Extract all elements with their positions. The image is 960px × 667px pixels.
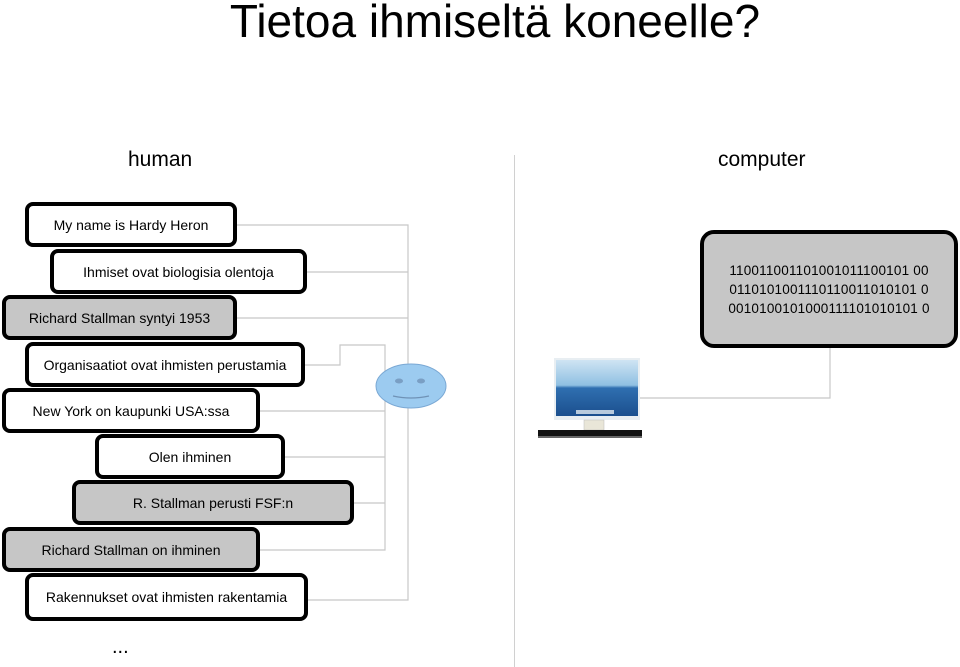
human-label: human [128,148,193,171]
computer-monitor-icon [538,358,642,438]
fact-text: Organisaatiot ovat ihmisten perustamia [43,356,287,373]
divider [514,155,515,667]
page-title: Tietoa ihmiseltä koneelle? [229,0,761,47]
binary-line-1: 110011001101001011100101 00 [729,262,929,278]
fact-box-1: My name is Hardy Heron [25,202,237,247]
fact-box-5: New York on kaupunki USA:ssa [2,388,260,433]
binary-line-2: 0110101001110110011010101 0 [729,281,929,297]
fact-text: Richard Stallman syntyi 1953 [28,309,211,326]
fact-box-7: R. Stallman perusti FSF:n [72,480,354,525]
smiley-face-icon [375,363,447,409]
fact-text: Olen ihminen [148,448,232,465]
fact-text: Rakennukset ovat ihmisten rakentamia [45,589,288,605]
fact-text: R. Stallman perusti FSF:n [132,494,294,511]
fact-box-4: Organisaatiot ovat ihmisten perustamia [25,342,305,387]
fact-text: Richard Stallman on ihminen [41,541,221,558]
fact-box-9: Rakennukset ovat ihmisten rakentamia [25,573,308,621]
fact-box-2: Ihmiset ovat biologisia olentoja [50,249,307,294]
fact-box-3: Richard Stallman syntyi 1953 [2,295,237,340]
binary-data-box: 110011001101001011100101 00 011010100111… [700,230,958,348]
fact-box-6: Olen ihminen [95,434,285,479]
fact-text: My name is Hardy Heron [53,216,209,233]
binary-line-3: 0010100101000111101010101 0 [728,300,930,316]
computer-label: computer [718,148,806,171]
fact-text: New York on kaupunki USA:ssa [32,402,230,419]
more-facts-ellipsis: ... [112,636,129,658]
fact-text: Ihmiset ovat biologisia olentoja [83,263,274,280]
fact-box-8: Richard Stallman on ihminen [2,527,260,572]
